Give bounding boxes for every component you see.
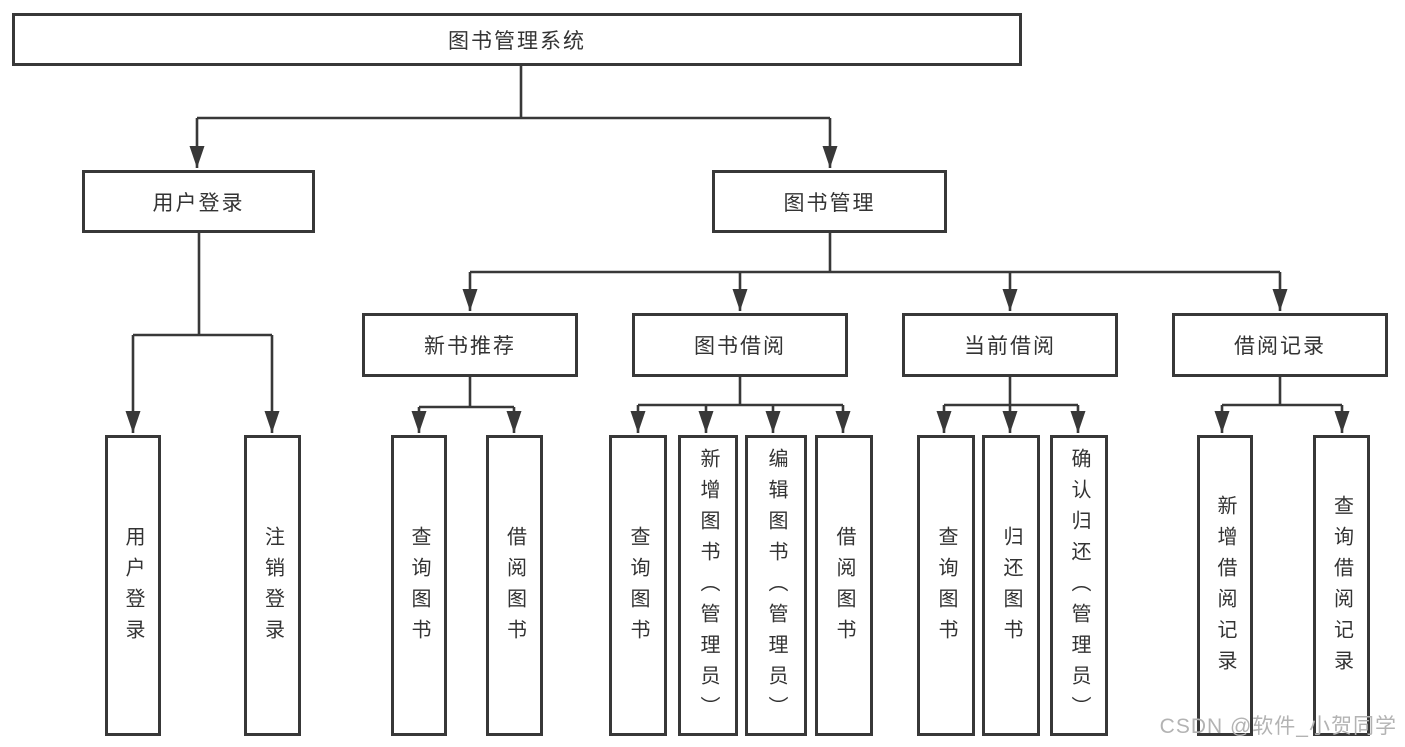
node-leaf-query-book-3: 查询图书 xyxy=(917,435,975,736)
csdn-watermark: CSDN @软件_小贺同学 xyxy=(1159,715,1397,738)
node-leaf-return-book: 归还图书 xyxy=(982,435,1040,736)
node-leaf-query-book-1: 查询图书 xyxy=(391,435,447,736)
node-user-login: 用户登录 xyxy=(82,170,315,233)
node-current-borrow: 当前借阅 xyxy=(902,313,1118,377)
node-book-management: 图书管理 xyxy=(712,170,947,233)
node-leaf-edit-book-admin: 编辑图书（管理员） xyxy=(745,435,807,736)
node-root-library-system: 图书管理系统 xyxy=(12,13,1022,66)
node-leaf-user-login: 用户登录 xyxy=(105,435,161,736)
node-borrow-record: 借阅记录 xyxy=(1172,313,1388,377)
node-leaf-query-borrow-record: 查询借阅记录 xyxy=(1313,435,1370,736)
node-leaf-add-book-admin: 新增图书（管理员） xyxy=(678,435,738,736)
node-leaf-borrow-book-1: 借阅图书 xyxy=(486,435,543,736)
node-book-borrow: 图书借阅 xyxy=(632,313,848,377)
node-leaf-logout: 注销登录 xyxy=(244,435,301,736)
node-leaf-query-book-2: 查询图书 xyxy=(609,435,667,736)
node-leaf-borrow-book-2: 借阅图书 xyxy=(815,435,873,736)
node-leaf-add-borrow-record: 新增借阅记录 xyxy=(1197,435,1253,736)
node-leaf-confirm-return-admin: 确认归还（管理员） xyxy=(1050,435,1108,736)
node-new-book-recommend: 新书推荐 xyxy=(362,313,578,377)
